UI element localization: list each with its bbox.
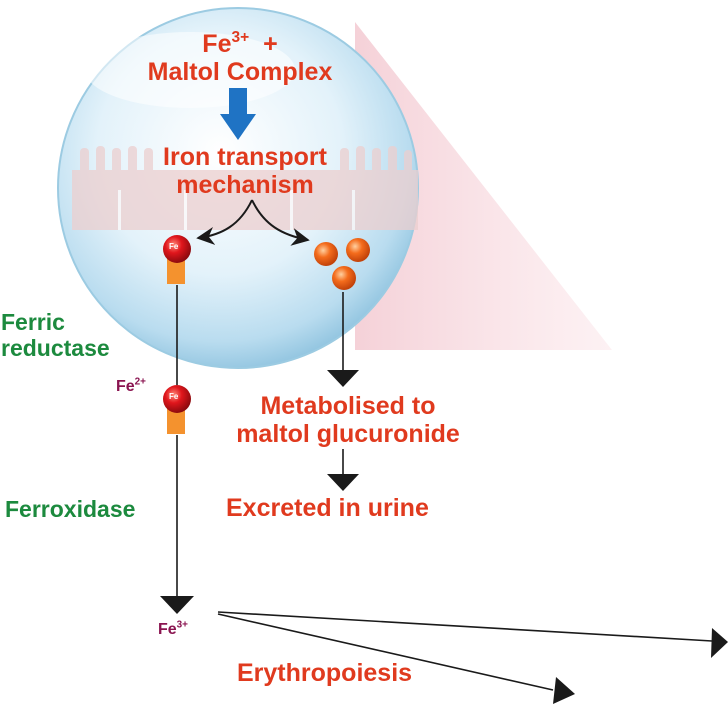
fe2-base: Fe: [116, 378, 135, 395]
fe3-bottom-charge: 3+: [176, 619, 188, 631]
diverge-arrowhead-upper: [711, 628, 728, 658]
iron-path-arrowhead: [160, 596, 194, 614]
metabolised-line-1: Metabolised to: [260, 392, 436, 420]
iron-transporter-bottom: [163, 385, 191, 434]
complex-fe: Fe: [202, 30, 232, 58]
complex-line-1: Fe3+ +: [125, 30, 355, 58]
magnifier-cone: [355, 22, 612, 350]
iron-transporter-top: [163, 235, 191, 284]
metabolised-label: Metabolised to maltol glucuronide: [218, 392, 478, 448]
transport-line-1: Iron transport: [163, 143, 327, 171]
transport-label: Iron transport mechanism: [120, 143, 370, 199]
maltol-molecules: [314, 238, 370, 290]
split-arrow-left: [196, 199, 253, 245]
blue-down-arrow: [220, 88, 256, 140]
complex-line-2: Maltol Complex: [147, 58, 333, 86]
ferroxidase-label: Ferroxidase: [5, 496, 136, 522]
excreted-label: Excreted in urine: [226, 494, 429, 522]
diverge-arrowhead-lower: [553, 677, 575, 704]
complex-plus: +: [263, 30, 278, 58]
fe2-label: Fe2+: [116, 376, 146, 396]
fe3-bottom-base: Fe: [158, 621, 177, 638]
complex-label: Fe3+ + Maltol Complex: [125, 30, 355, 86]
complex-fe-charge: 3+: [231, 28, 250, 46]
fe-ball-top-label: Fe: [169, 242, 179, 251]
erythropoiesis-label: Erythropoiesis: [237, 659, 413, 687]
fe-ball-bottom-label: Fe: [169, 392, 179, 401]
split-arrow-right: [251, 199, 310, 246]
ferric-reductase-line-2: reductase: [1, 334, 110, 361]
ferric-reductase-line-1: Ferric: [1, 309, 65, 335]
maltol-path-arrowhead-2: [327, 474, 359, 491]
epithelium-band: [72, 146, 418, 230]
maltol-path-arrowhead-1: [327, 370, 359, 387]
transport-line-2: mechanism: [176, 171, 314, 199]
fe2-charge: 2+: [134, 376, 146, 388]
metabolised-line-2: maltol glucuronide: [236, 420, 460, 448]
ferric-reductase-label: Ferric reductase: [1, 309, 110, 362]
fe3-bottom-label: Fe3+: [158, 619, 188, 639]
diverge-arrow-upper: [217, 611, 713, 642]
diverge-arrow-lower: [217, 613, 554, 691]
